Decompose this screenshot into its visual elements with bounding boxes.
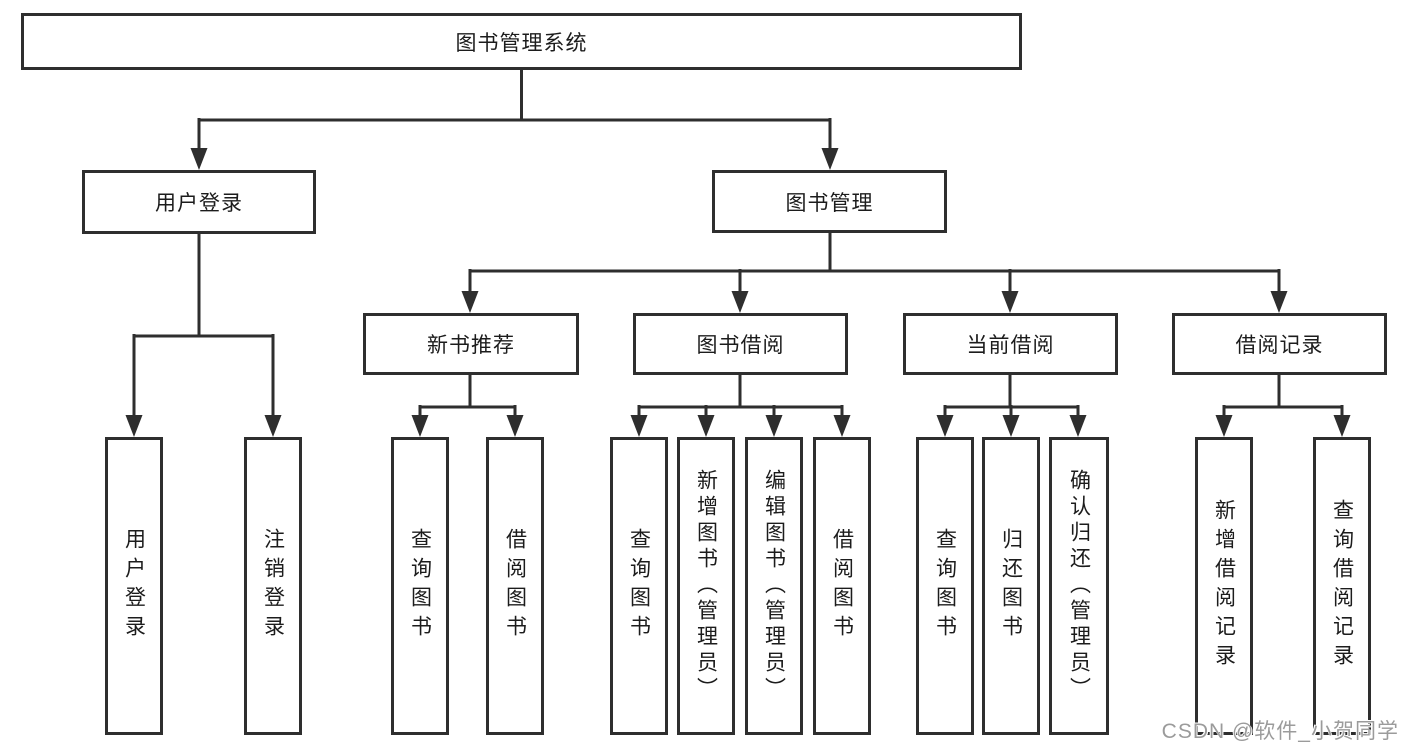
leaf-borrow-add-book: 新增图书（管理员） bbox=[677, 437, 735, 735]
leaf-recommend-query-book: 查询图书 bbox=[391, 437, 449, 735]
node-book-borrow: 图书借阅 bbox=[633, 313, 848, 375]
leaf-records-add-record-label: 新增借阅记录 bbox=[1212, 499, 1236, 673]
leaf-recommend-borrow-book-label: 借阅图书 bbox=[503, 528, 527, 644]
node-book-management-branch-label: 图书管理 bbox=[785, 191, 874, 215]
leaf-user-login: 用户登录 bbox=[105, 437, 163, 735]
node-borrow-records-label: 借阅记录 bbox=[1235, 334, 1324, 357]
leaf-current-return-book-label: 归还图书 bbox=[999, 528, 1023, 644]
leaf-records-query-record-label: 查询借阅记录 bbox=[1330, 499, 1354, 673]
leaf-logout: 注销登录 bbox=[244, 437, 302, 735]
leaf-current-query-book-label: 查询图书 bbox=[933, 528, 957, 644]
leaf-borrow-edit-book: 编辑图书（管理员） bbox=[745, 437, 803, 735]
leaf-user-login-label: 用户登录 bbox=[122, 528, 146, 644]
leaf-borrow-query-book-label: 查询图书 bbox=[627, 528, 651, 644]
node-root: 图书管理系统 bbox=[21, 13, 1022, 70]
leaf-logout-label: 注销登录 bbox=[261, 528, 285, 644]
leaf-borrow-borrow-book: 借阅图书 bbox=[813, 437, 871, 735]
leaf-borrow-add-book-label: 新增图书（管理员） bbox=[694, 469, 718, 703]
leaf-records-query-record: 查询借阅记录 bbox=[1313, 437, 1371, 735]
node-new-book-recommend-label: 新书推荐 bbox=[427, 334, 515, 357]
node-current-borrow: 当前借阅 bbox=[903, 313, 1118, 375]
watermark: CSDN @软件_小贺同学 bbox=[1161, 720, 1399, 743]
leaf-recommend-query-book-label: 查询图书 bbox=[408, 528, 432, 644]
node-new-book-recommend: 新书推荐 bbox=[363, 313, 579, 375]
node-book-borrow-label: 图书借阅 bbox=[696, 334, 785, 357]
leaf-recommend-borrow-book: 借阅图书 bbox=[486, 437, 544, 735]
leaf-borrow-borrow-book-label: 借阅图书 bbox=[830, 528, 854, 644]
node-current-borrow-label: 当前借阅 bbox=[966, 334, 1055, 357]
node-root-label: 图书管理系统 bbox=[455, 31, 588, 55]
leaf-records-add-record: 新增借阅记录 bbox=[1195, 437, 1253, 735]
node-book-management-branch: 图书管理 bbox=[712, 170, 947, 233]
leaf-borrow-edit-book-label: 编辑图书（管理员） bbox=[762, 469, 786, 703]
leaf-current-return-book: 归还图书 bbox=[982, 437, 1040, 735]
leaf-current-query-book: 查询图书 bbox=[916, 437, 974, 735]
leaf-borrow-query-book: 查询图书 bbox=[610, 437, 668, 735]
leaf-current-confirm-return: 确认归还（管理员） bbox=[1049, 437, 1109, 735]
node-user-login-branch-label: 用户登录 bbox=[155, 192, 243, 215]
leaf-current-confirm-return-label: 确认归还（管理员） bbox=[1067, 469, 1091, 703]
node-borrow-records: 借阅记录 bbox=[1172, 313, 1387, 375]
node-user-login-branch: 用户登录 bbox=[82, 170, 316, 234]
